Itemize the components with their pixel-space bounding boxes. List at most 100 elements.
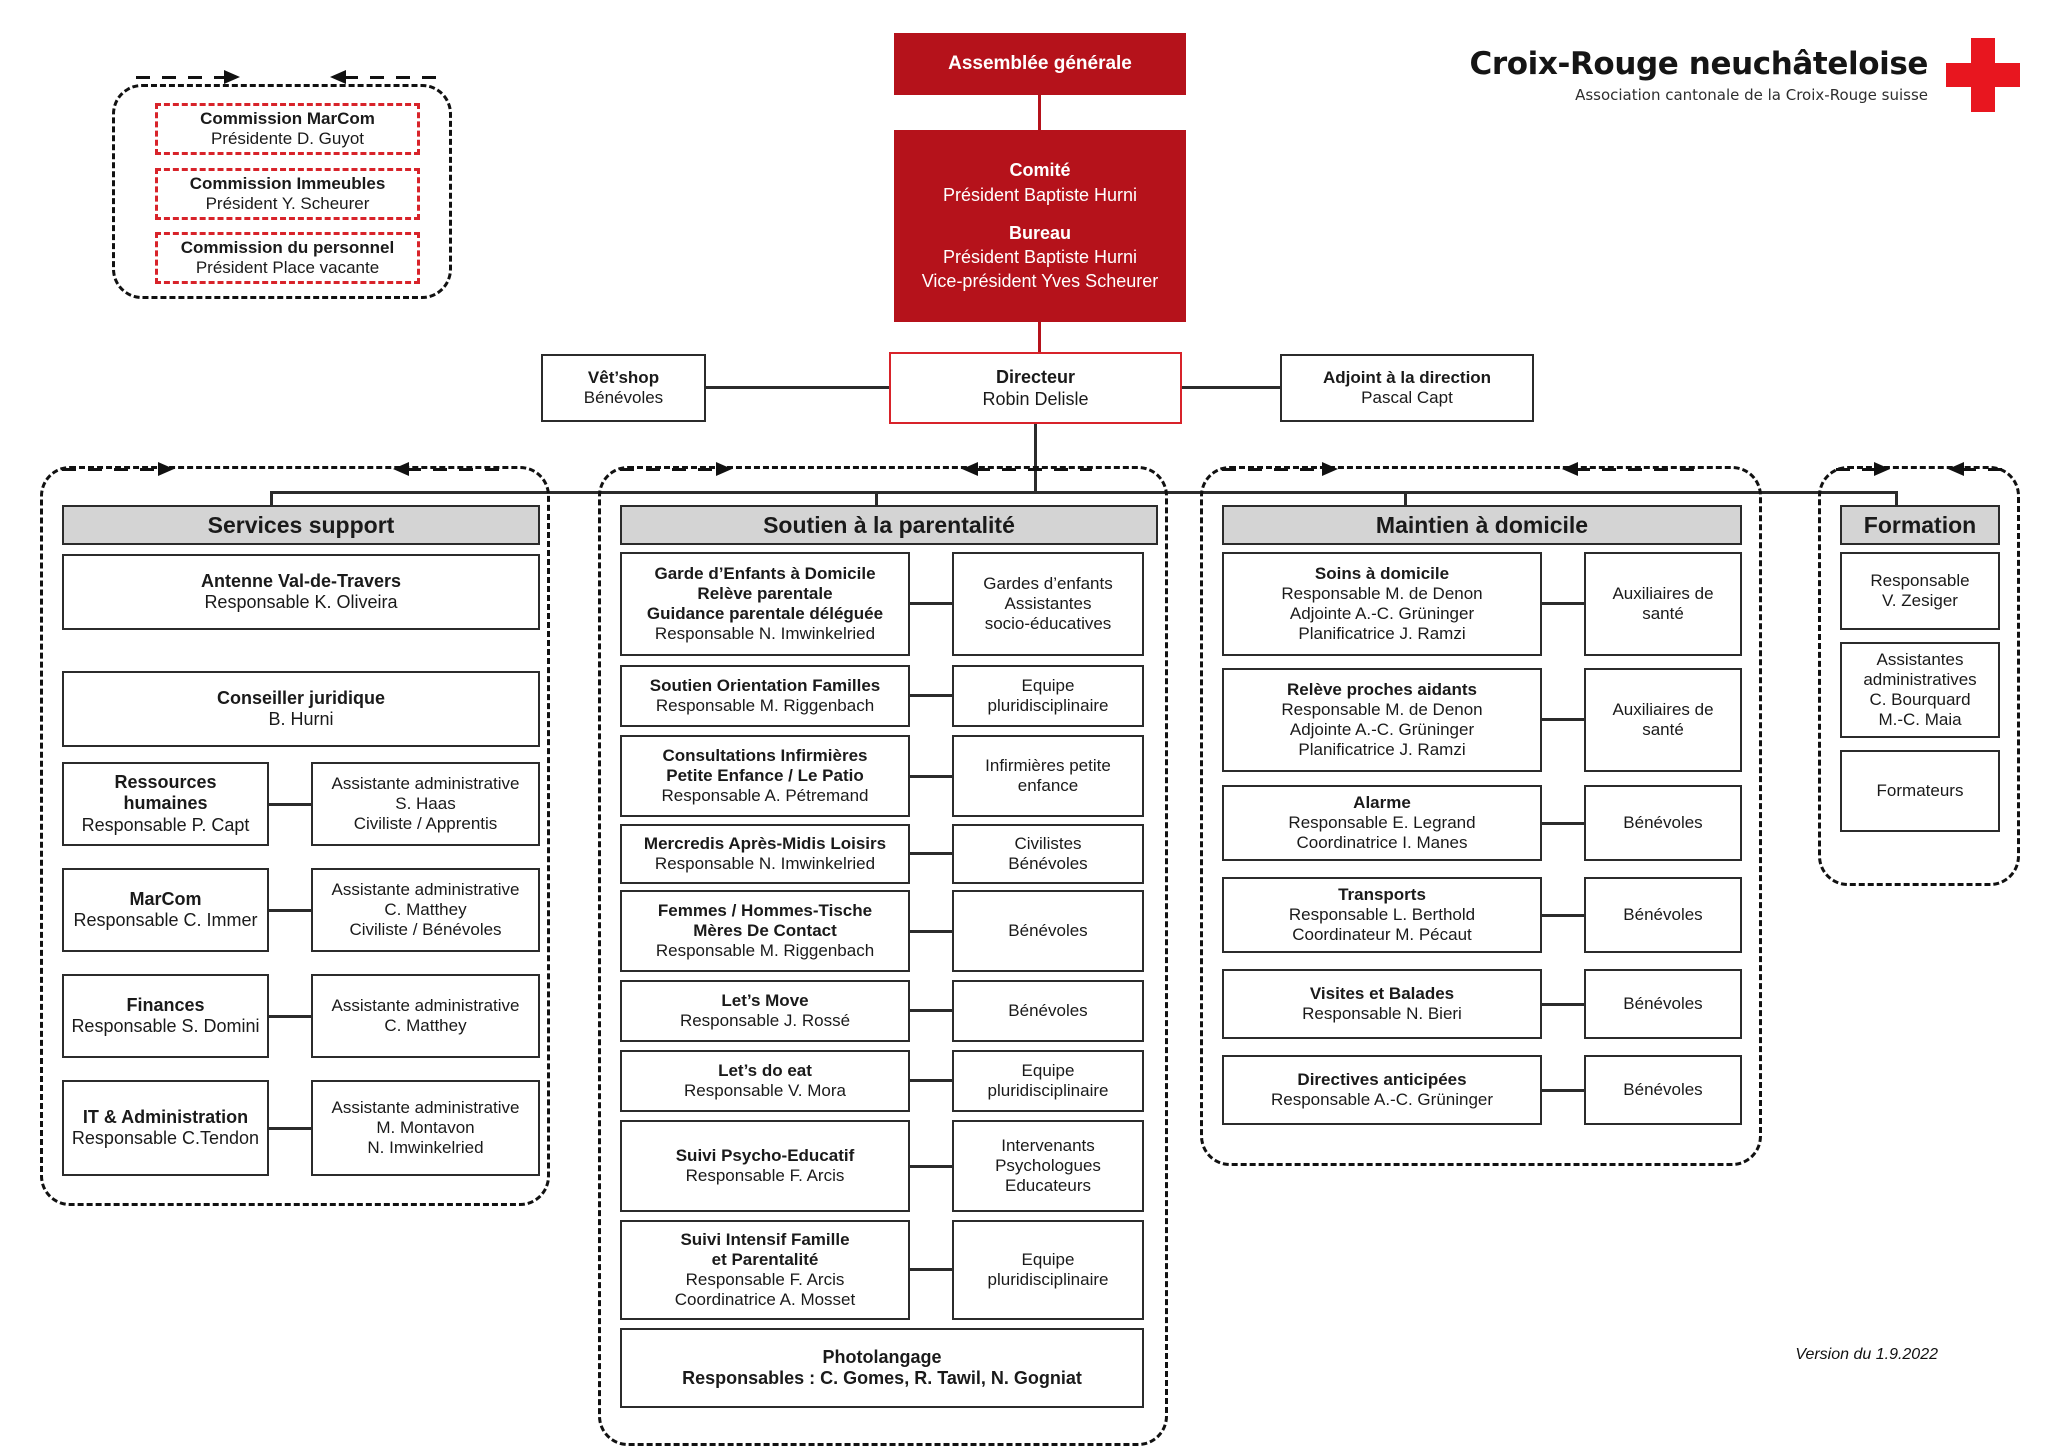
soutien-row8-side-l3: Educateurs (1005, 1176, 1091, 1196)
bus-drop-formation (1895, 491, 1898, 517)
soutien-row6-side: Bénévoles (952, 980, 1144, 1042)
soutien-row3-l2: Petite Enfance / Le Patio (666, 765, 864, 785)
logo-title: Croix-Rouge neuchâteloise (1469, 46, 1929, 82)
directeur-title: Directeur (995, 366, 1076, 387)
soutien-row1-main: Garde d’Enfants à Domicile Relève parent… (620, 552, 910, 656)
connector-vetshop-director (706, 386, 889, 389)
soutien-row9-sub2: Coordinatrice A. Mosset (674, 1290, 856, 1310)
maintien-row5-main: Visites et Balades Responsable N. Bieri (1222, 969, 1542, 1039)
formation-row1: Responsable V. Zesiger (1840, 552, 2000, 630)
soutien-row4-side-l2: Bénévoles (1008, 854, 1088, 873)
bureau-title: Bureau (1008, 222, 1071, 243)
finances-side-l2: C. Matthey (384, 1016, 467, 1035)
vetshop-sub: Bénévoles (583, 388, 664, 407)
maintien-row3-side: Bénévoles (1584, 785, 1742, 861)
maintien-row3-main: Alarme Responsable E. Legrand Coordinatr… (1222, 785, 1542, 861)
connector-soutien-row1 (910, 602, 952, 605)
commission-personnel-box: Commission du personnel Président Place … (155, 232, 420, 284)
it-title: IT & Administration (82, 1106, 249, 1127)
marcom-side-l1: Assistante administrative (331, 879, 520, 899)
services-row-antenne: Antenne Val-de-Travers Responsable K. Ol… (62, 554, 540, 630)
directeur-name: Robin Delisle (982, 389, 1089, 409)
vetshop-title: Vêt’shop (587, 367, 660, 387)
bureau-president: Président Baptiste Hurni (942, 247, 1138, 268)
maintien-row1-title: Soins à domicile (1314, 563, 1450, 583)
commission-immeubles-box: Commission Immeubles Président Y. Scheur… (155, 168, 420, 220)
soutien-row8-sub: Responsable F. Arcis (685, 1166, 845, 1185)
maintien-row1-side: Auxiliaires de santé (1584, 552, 1742, 656)
bus-drop-maintien (1404, 491, 1407, 517)
soutien-row8-side-l1: Intervenants (1001, 1135, 1095, 1155)
connector-soutien-row2 (910, 694, 952, 697)
formation-row1-l1: Responsable (1870, 570, 1970, 590)
soutien-row3-sub: Responsable A. Pétremand (661, 786, 869, 806)
soutien-row7-side-l1: Equipe (1021, 1060, 1075, 1080)
maintien-row3-side-l1: Bénévoles (1623, 812, 1703, 832)
connector-maintien-row2 (1542, 718, 1584, 721)
maintien-row6-main: Directives anticipées Responsable A.-C. … (1222, 1055, 1542, 1125)
maintien-row2-side: Auxiliaires de santé (1584, 668, 1742, 772)
comite-title: Comité (1009, 160, 1071, 181)
soutien-row8-side-l2: Psychologues (995, 1155, 1101, 1175)
services-row-it-side: Assistante administrative M. Montavon N.… (311, 1080, 540, 1176)
finances-side-l1: Assistante administrative (331, 995, 520, 1015)
soutien-row9-l2: et Parentalité (711, 1249, 819, 1269)
soutien-row1-side: Gardes d’enfants Assistantes socio-éduca… (952, 552, 1144, 656)
adjoint-direction-box: Adjoint à la direction Pascal Capt (1280, 354, 1534, 422)
services-support-header-label: Services support (207, 511, 395, 538)
services-row-it-main: IT & Administration Responsable C.Tendon (62, 1080, 269, 1176)
services-row-rh-side: Assistante administrative S. Haas Civili… (311, 762, 540, 846)
commissions-arrow-in-left (136, 70, 244, 84)
connector-soutien-row7 (910, 1079, 952, 1082)
antenne-sub: Responsable K. Oliveira (204, 592, 398, 612)
soutien-arrow-right (962, 462, 1092, 476)
maintien-row2-main: Relève proches aidants Responsable M. de… (1222, 668, 1542, 772)
maintien-row4-side-l1: Bénévoles (1623, 904, 1703, 924)
soutien-row5-l2: Mères De Contact (693, 920, 837, 940)
it-sub: Responsable C.Tendon (71, 1128, 260, 1148)
soutien-row5-side: Bénévoles (952, 890, 1144, 972)
marcom-title: MarCom (129, 888, 202, 909)
commission-immeubles-title: Commission Immeubles (189, 173, 386, 193)
soutien-row4-side-l1: Civilistes (1014, 833, 1082, 853)
soutien-row1-side-l3: socio-éducatives (984, 614, 1112, 634)
soutien-row1-l2: Relève parentale (697, 583, 833, 603)
connector-maintien-row3 (1542, 822, 1584, 825)
commission-marcom-sub: Présidente D. Guyot (210, 129, 365, 148)
soutien-row6-title: Let’s Move (721, 990, 809, 1010)
connector-soutien-row4 (910, 852, 952, 855)
maintien-row3-sub2: Coordinatrice I. Manes (1296, 833, 1468, 853)
soutien-row9-side: Equipe pluridisciplinaire (952, 1220, 1144, 1320)
connector-maintien-row1 (1542, 602, 1584, 605)
soutien-row1-side-l1: Gardes d’enfants (983, 573, 1113, 593)
vetshop-box: Vêt’shop Bénévoles (541, 354, 706, 422)
maintien-row6-side-l1: Bénévoles (1623, 1079, 1703, 1099)
maintien-row5-sub1: Responsable N. Bieri (1302, 1004, 1462, 1023)
connector-maintien-row5 (1542, 1003, 1584, 1006)
soutien-row4-main: Mercredis Après-Midis Loisirs Responsabl… (620, 824, 910, 884)
soutien-row2-side: Equipe pluridisciplinaire (952, 665, 1144, 727)
antenne-title: Antenne Val-de-Travers (200, 570, 402, 591)
photolangage-box: Photolangage Responsables : C. Gomes, R.… (620, 1328, 1144, 1408)
formation-row1-l2: V. Zesiger (1882, 591, 1958, 610)
soutien-row5-main: Femmes / Hommes-Tische Mères De Contact … (620, 890, 910, 972)
connector-assembly-committee (1038, 95, 1041, 131)
connector-soutien-row8 (910, 1165, 952, 1168)
soutien-row3-side-l1: Infirmières petite (985, 755, 1111, 775)
maintien-row2-title: Relève proches aidants (1287, 679, 1477, 699)
formation-row3-l1: Formateurs (1876, 780, 1964, 800)
soutien-row9-main: Suivi Intensif Famille et Parentalité Re… (620, 1220, 910, 1320)
maintien-row4-sub2: Coordinateur M. Pécaut (1292, 925, 1472, 945)
soutien-row7-title: Let’s do eat (718, 1060, 812, 1080)
adjoint-title: Adjoint à la direction (1322, 367, 1492, 387)
it-side-l3: N. Imwinkelried (367, 1138, 484, 1158)
maintien-row1-sub1: Responsable M. de Denon (1281, 583, 1483, 603)
connector-marcom (269, 909, 311, 912)
bus-drop-services (270, 491, 273, 517)
maintien-row1-sub3: Planificatrice J. Ramzi (1298, 624, 1466, 644)
connector-finances (269, 1015, 311, 1018)
formation-row2-l4: M.-C. Maia (1878, 710, 1962, 730)
commissions-arrow-in-right (330, 70, 438, 84)
comite-president: Président Baptiste Hurni (942, 184, 1138, 205)
formation-row2: Assistantes administratives C. Bourquard… (1840, 642, 2000, 738)
